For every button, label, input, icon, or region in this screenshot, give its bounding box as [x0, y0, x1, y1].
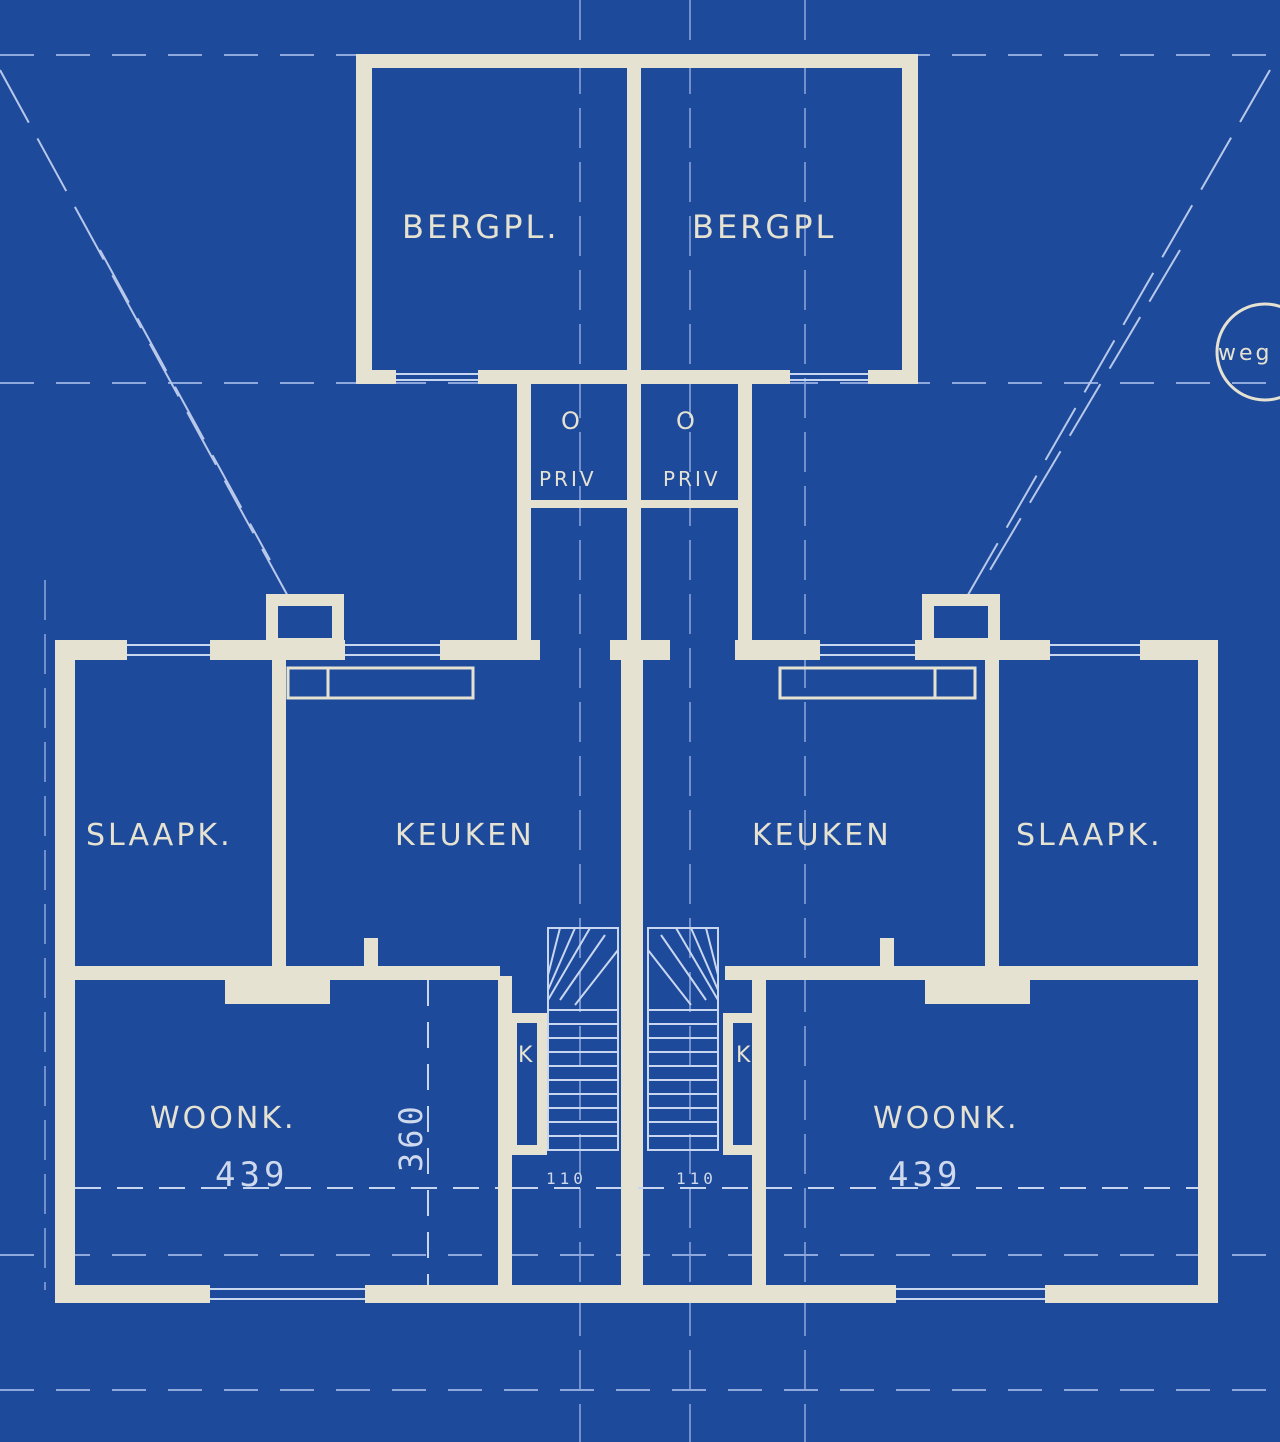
- label-keuken-right: KEUKEN: [752, 818, 892, 853]
- wall-middle-r-stub: [880, 938, 894, 968]
- wall-kast-r: [723, 1013, 763, 1155]
- dim-label-gang-right: 110: [676, 1169, 717, 1188]
- stair-left-treads: [548, 1009, 618, 1137]
- dim-label-gang-left: 110: [546, 1169, 587, 1188]
- wall-priv-mid: [627, 384, 641, 640]
- wall-kast-l: [507, 1013, 547, 1155]
- margin-circle: [1215, 302, 1280, 402]
- wall-house-right: [1198, 640, 1218, 1302]
- label-kast-right: K: [736, 1043, 753, 1068]
- wall-slaapk-keuken-l: [272, 660, 286, 970]
- wall-middle-l-2: [225, 966, 330, 1004]
- wall-house-left: [55, 640, 75, 1302]
- wall-storage-mid: [627, 54, 641, 384]
- wall-middle-l-stub: [364, 938, 378, 968]
- roof-slope-left-2: [99, 249, 271, 561]
- dim-label-woonk-left: 439: [215, 1155, 288, 1195]
- wall-priv-left: [517, 384, 531, 640]
- wall-house-bottom-lc: [365, 1285, 645, 1303]
- walls: [55, 54, 1218, 1303]
- label-toilet-left: O: [561, 407, 583, 435]
- label-woonk-left: WOONK.: [150, 1101, 297, 1136]
- wall-storage-bottom-c: [478, 370, 790, 384]
- wall-slaapk-keuken-r: [985, 660, 999, 970]
- label-woonk-right: WOONK.: [873, 1101, 1020, 1136]
- wall-house-top-rc: [915, 640, 1050, 660]
- label-bergpl-left: BERGPL.: [402, 208, 560, 246]
- dim-label-depth-left: 360: [392, 1102, 430, 1172]
- counter-left: [326, 666, 475, 700]
- counter-right: [778, 666, 937, 700]
- wall-priv-shelf-r: [641, 500, 738, 508]
- label-keuken-left: KEUKEN: [395, 818, 535, 853]
- wall-priv-shelf-l: [531, 500, 627, 508]
- stair-right-winders: [647, 927, 719, 1006]
- label-priv-left: PRIV: [539, 467, 597, 491]
- wall-house-top-cr: [735, 640, 820, 660]
- wall-house-bottom-rc: [621, 1285, 896, 1303]
- label-toilet-right: O: [676, 407, 698, 435]
- kitchen-fittings: [286, 666, 977, 700]
- wall-house-bottom-r: [1045, 1285, 1218, 1303]
- windows: [127, 373, 1140, 1300]
- label-slaapk-right: SLAAPK.: [1016, 818, 1163, 853]
- wall-priv-right: [738, 384, 752, 640]
- label-kast-left: K: [518, 1043, 535, 1068]
- roof-slope-right-1: [964, 69, 1271, 601]
- roof-slope-right-2: [989, 249, 1181, 571]
- label-priv-right: PRIV: [663, 467, 721, 491]
- wall-house-bottom-l: [55, 1285, 210, 1303]
- margin-circle-text: weg: [1218, 341, 1273, 366]
- wall-middle-r-2: [925, 966, 1030, 1004]
- wall-middle-l-3: [330, 966, 500, 980]
- dimension-lines: [75, 980, 1198, 1285]
- label-bergpl-right: BERGPL: [692, 208, 836, 246]
- label-slaapk-left: SLAAPK.: [86, 818, 233, 853]
- wall-storage-right: [902, 54, 918, 384]
- stair-left-winders: [547, 927, 619, 1006]
- stair-right-treads: [648, 1009, 718, 1137]
- wall-storage-bottom-l: [356, 370, 396, 384]
- wall-storage-left: [356, 54, 372, 384]
- dim-label-woonk-right: 439: [888, 1155, 961, 1195]
- wall-house-top-lc: [210, 640, 345, 660]
- roof-slope-lines: [0, 69, 1271, 601]
- wall-house-top-c: [440, 640, 540, 660]
- wall-storage-bottom-r: [868, 370, 918, 384]
- stairs: [547, 927, 719, 1151]
- vertical-guides: [44, 0, 806, 1442]
- wall-party: [621, 640, 643, 1302]
- roof-slope-left-1: [0, 69, 291, 601]
